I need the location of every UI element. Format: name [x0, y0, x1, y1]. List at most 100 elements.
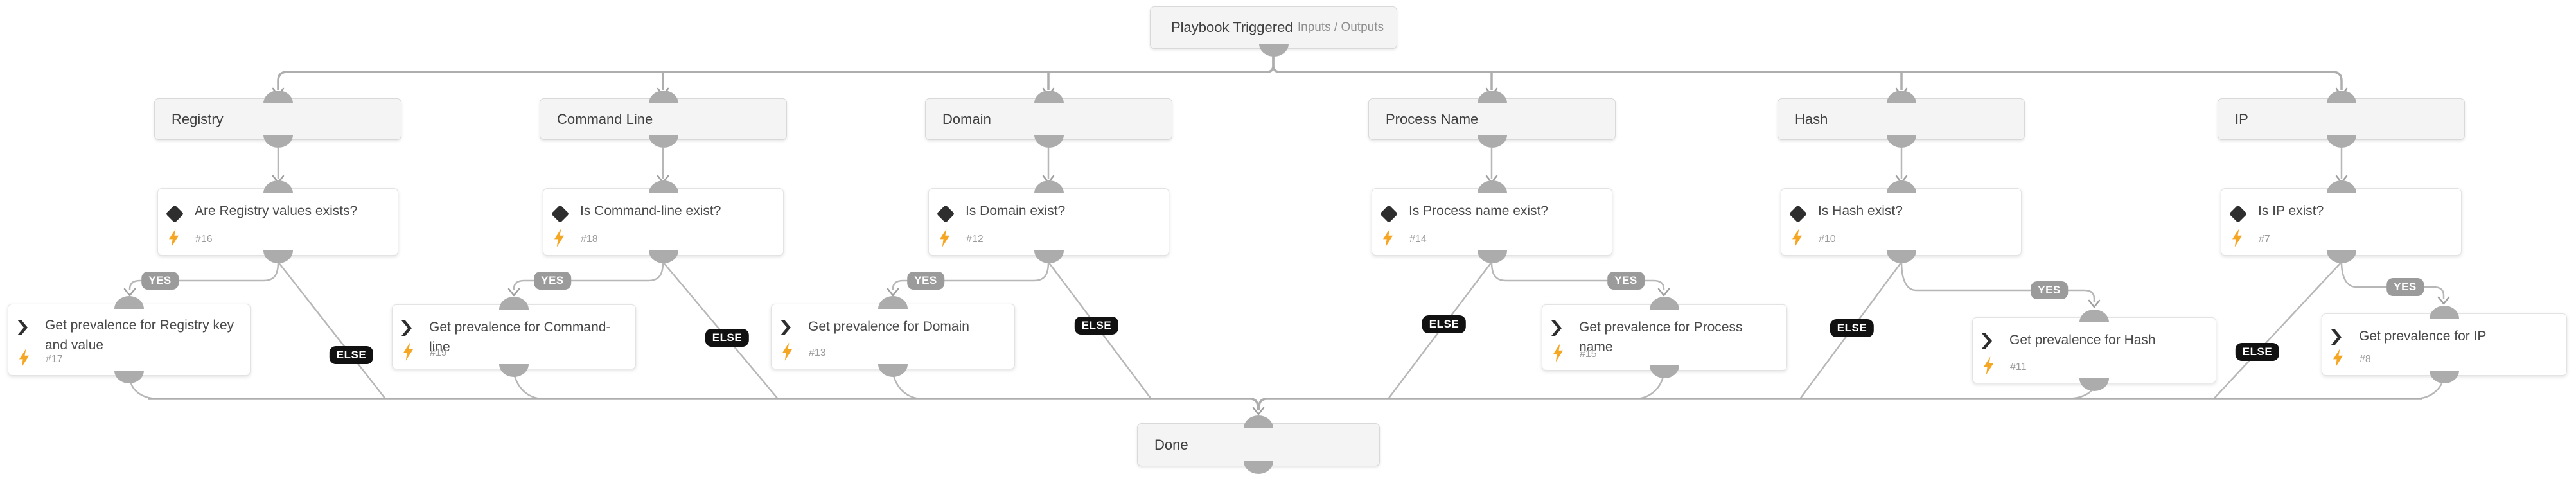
group-node-hash[interactable]: Hash — [1778, 91, 2025, 148]
connector-knob — [1034, 180, 1064, 193]
playbook-trigger-node[interactable]: Playbook Triggered Inputs / Outputs — [1150, 6, 1397, 57]
connector-knob — [263, 135, 293, 148]
task-node-process-name[interactable]: Get prevalence for Process name #15 — [1542, 297, 1787, 378]
connector-knob — [648, 180, 678, 193]
task-chevron-icon — [1551, 320, 1562, 336]
connector-knob — [2326, 250, 2356, 263]
group-title: Hash — [1795, 110, 1828, 127]
condition-title: Are Registry values exists? — [195, 204, 358, 218]
connector-knob — [263, 250, 293, 263]
condition-diamond-icon — [551, 204, 570, 223]
connector-knob — [1650, 297, 1679, 310]
condition-node-process-name[interactable]: Is Process name exist? #14 — [1372, 180, 1612, 263]
connector-knob — [1244, 415, 1273, 428]
task-node-hash[interactable]: Get prevalence for Hash #11 — [1972, 310, 2216, 391]
automation-bolt-icon — [2232, 229, 2243, 247]
automation-bolt-icon — [939, 229, 950, 247]
condition-node-hash[interactable]: Is Hash exist? #10 — [1781, 180, 2022, 263]
inputs-outputs-link[interactable]: Inputs / Outputs — [1297, 21, 1384, 34]
connector-knob — [2326, 135, 2356, 148]
condition-title: Is Domain exist? — [966, 204, 1066, 218]
task-id: #7 — [2259, 234, 2270, 245]
task-title: Get prevalence for Hash — [2009, 333, 2156, 347]
condition-diamond-icon — [1379, 204, 1398, 223]
connector-knob — [1886, 180, 1916, 193]
task-title: Get prevalence for Command-line — [429, 320, 611, 354]
condition-title: Is Process name exist? — [1409, 204, 1549, 218]
connector-knob — [2326, 91, 2356, 103]
connector-knob — [499, 364, 529, 377]
connector-knob — [114, 371, 144, 383]
task-node-ip[interactable]: Get prevalence for IP #8 — [2322, 306, 2567, 383]
task-chevron-icon — [2331, 329, 2342, 345]
condition-node-command-line[interactable]: Is Command-line exist? #18 — [543, 180, 784, 263]
condition-diamond-icon — [165, 204, 184, 223]
group-title: Process Name — [1386, 110, 1479, 127]
connector-knob — [878, 364, 908, 377]
connector-knob — [1258, 44, 1289, 57]
else-badge-command-line: ELSE — [705, 329, 750, 347]
else-badge-domain: ELSE — [1074, 317, 1119, 335]
group-title: Command Line — [557, 110, 653, 127]
connector-knob — [2326, 180, 2356, 193]
group-node-registry[interactable]: Registry — [154, 91, 401, 148]
task-chevron-icon — [1982, 333, 1992, 349]
group-title: IP — [2235, 110, 2248, 127]
connector-knob — [1477, 180, 1507, 193]
connector-knob — [1650, 365, 1679, 378]
task-node-registry[interactable]: Get prevalence for Registry key and valu… — [8, 296, 251, 383]
connector-knob — [648, 135, 678, 148]
automation-bolt-icon — [168, 229, 179, 247]
task-title: Get prevalence for Registry key and valu… — [45, 318, 234, 353]
task-id: #19 — [430, 347, 447, 358]
group-node-command-line[interactable]: Command Line — [540, 91, 787, 148]
automation-bolt-icon — [19, 349, 30, 367]
connector-knob — [1477, 250, 1507, 263]
yes-badge-ip: YES — [2386, 278, 2424, 296]
task-chevron-icon — [781, 320, 791, 335]
condition-title: Is Command-line exist? — [580, 204, 721, 218]
condition-diamond-icon — [936, 204, 955, 223]
task-id: #14 — [1409, 234, 1427, 245]
condition-node-domain[interactable]: Is Domain exist? #12 — [928, 180, 1169, 263]
done-node[interactable]: Done — [1137, 415, 1380, 474]
connector-knob — [263, 91, 293, 103]
task-chevron-icon — [401, 320, 412, 336]
automation-bolt-icon — [2333, 349, 2343, 367]
task-id: #17 — [46, 354, 63, 365]
connector-knob — [878, 296, 908, 309]
task-node-domain[interactable]: Get prevalence for Domain #13 — [771, 296, 1015, 377]
group-node-domain[interactable]: Domain — [925, 91, 1172, 148]
connector-knob — [1886, 91, 1916, 103]
yes-badge-command-line: YES — [534, 272, 571, 290]
connector-knob — [1244, 461, 1273, 474]
automation-bolt-icon — [554, 229, 565, 247]
group-node-ip[interactable]: IP — [2218, 91, 2465, 148]
condition-diamond-icon — [1788, 204, 1808, 223]
task-id: #15 — [1580, 349, 1597, 360]
connector-knob — [499, 297, 529, 310]
else-badge-process-name: ELSE — [1422, 315, 1467, 333]
connector-knob — [2079, 378, 2109, 391]
task-title: Get prevalence for Domain — [808, 319, 969, 334]
connector-knob — [263, 180, 293, 193]
automation-bolt-icon — [1553, 344, 1564, 362]
group-node-process-name[interactable]: Process Name — [1368, 91, 1616, 148]
connector-knob — [1034, 250, 1064, 263]
condition-node-ip[interactable]: Is IP exist? #7 — [2221, 180, 2462, 263]
automation-bolt-icon — [1382, 229, 1393, 247]
task-id: #12 — [966, 234, 984, 245]
yes-badge-domain: YES — [907, 272, 944, 290]
yes-badge-process-name: YES — [1607, 272, 1645, 290]
condition-node-registry[interactable]: Are Registry values exists? #16 — [157, 180, 398, 263]
task-title: Get prevalence for Process name — [1579, 320, 1743, 354]
automation-bolt-icon — [782, 342, 793, 361]
connector-knob — [1477, 91, 1507, 103]
connector-knob — [648, 250, 678, 263]
connector-knob — [648, 91, 678, 103]
connector-knob — [1034, 91, 1064, 103]
else-badge-hash: ELSE — [1830, 319, 1875, 337]
task-node-command-line[interactable]: Get prevalence for Command-line #19 — [392, 297, 636, 377]
connector-knob — [1477, 135, 1507, 148]
